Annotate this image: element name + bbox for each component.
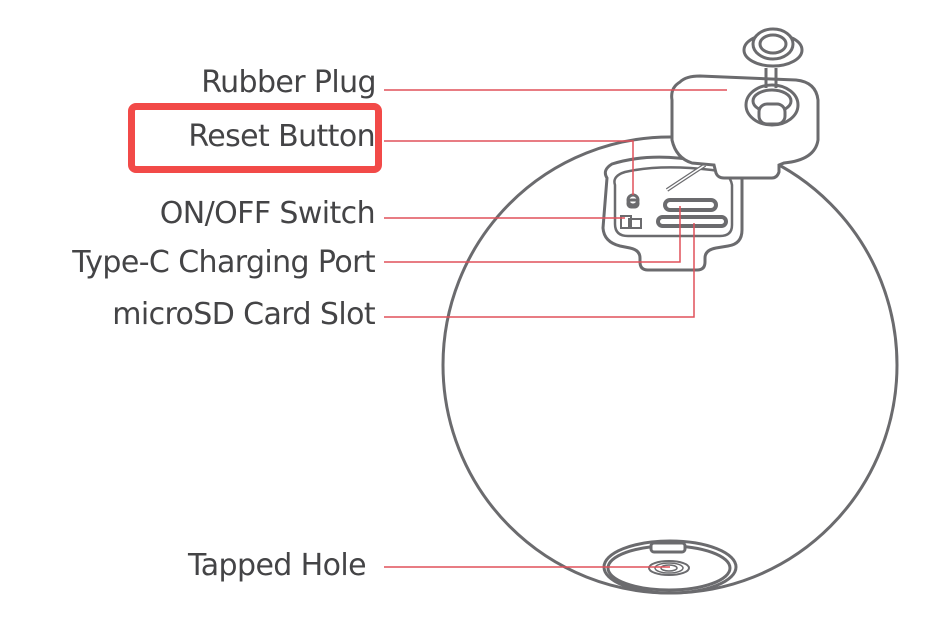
leader-line-reset-button: [384, 140, 634, 195]
reset-button-icon: [626, 193, 640, 209]
callout-label-reset-button: Reset Button: [188, 119, 375, 154]
port-recess: [601, 155, 744, 272]
callout-label-rubber-plug: Rubber Plug: [201, 65, 376, 100]
leader-line-type-c-port: [384, 206, 681, 263]
type-c-port-icon: [663, 198, 718, 212]
microsd-slot-icon: [656, 215, 728, 228]
reset-button-highlight-box: [128, 103, 382, 173]
camera-body: [441, 135, 899, 595]
rubber-plug-flap: [670, 74, 820, 180]
callout-label-type-c-port: Type-C Charging Port: [72, 245, 375, 280]
leader-line-microsd-slot: [384, 223, 695, 318]
callout-label-microsd-slot: microSD Card Slot: [112, 297, 375, 332]
switch-icon: [620, 215, 642, 229]
rubber-plug-icon: [742, 27, 804, 127]
callout-label-on-off-switch: ON/OFF Switch: [159, 196, 376, 231]
callout-label-tapped-hole: Tapped Hole: [188, 548, 367, 583]
